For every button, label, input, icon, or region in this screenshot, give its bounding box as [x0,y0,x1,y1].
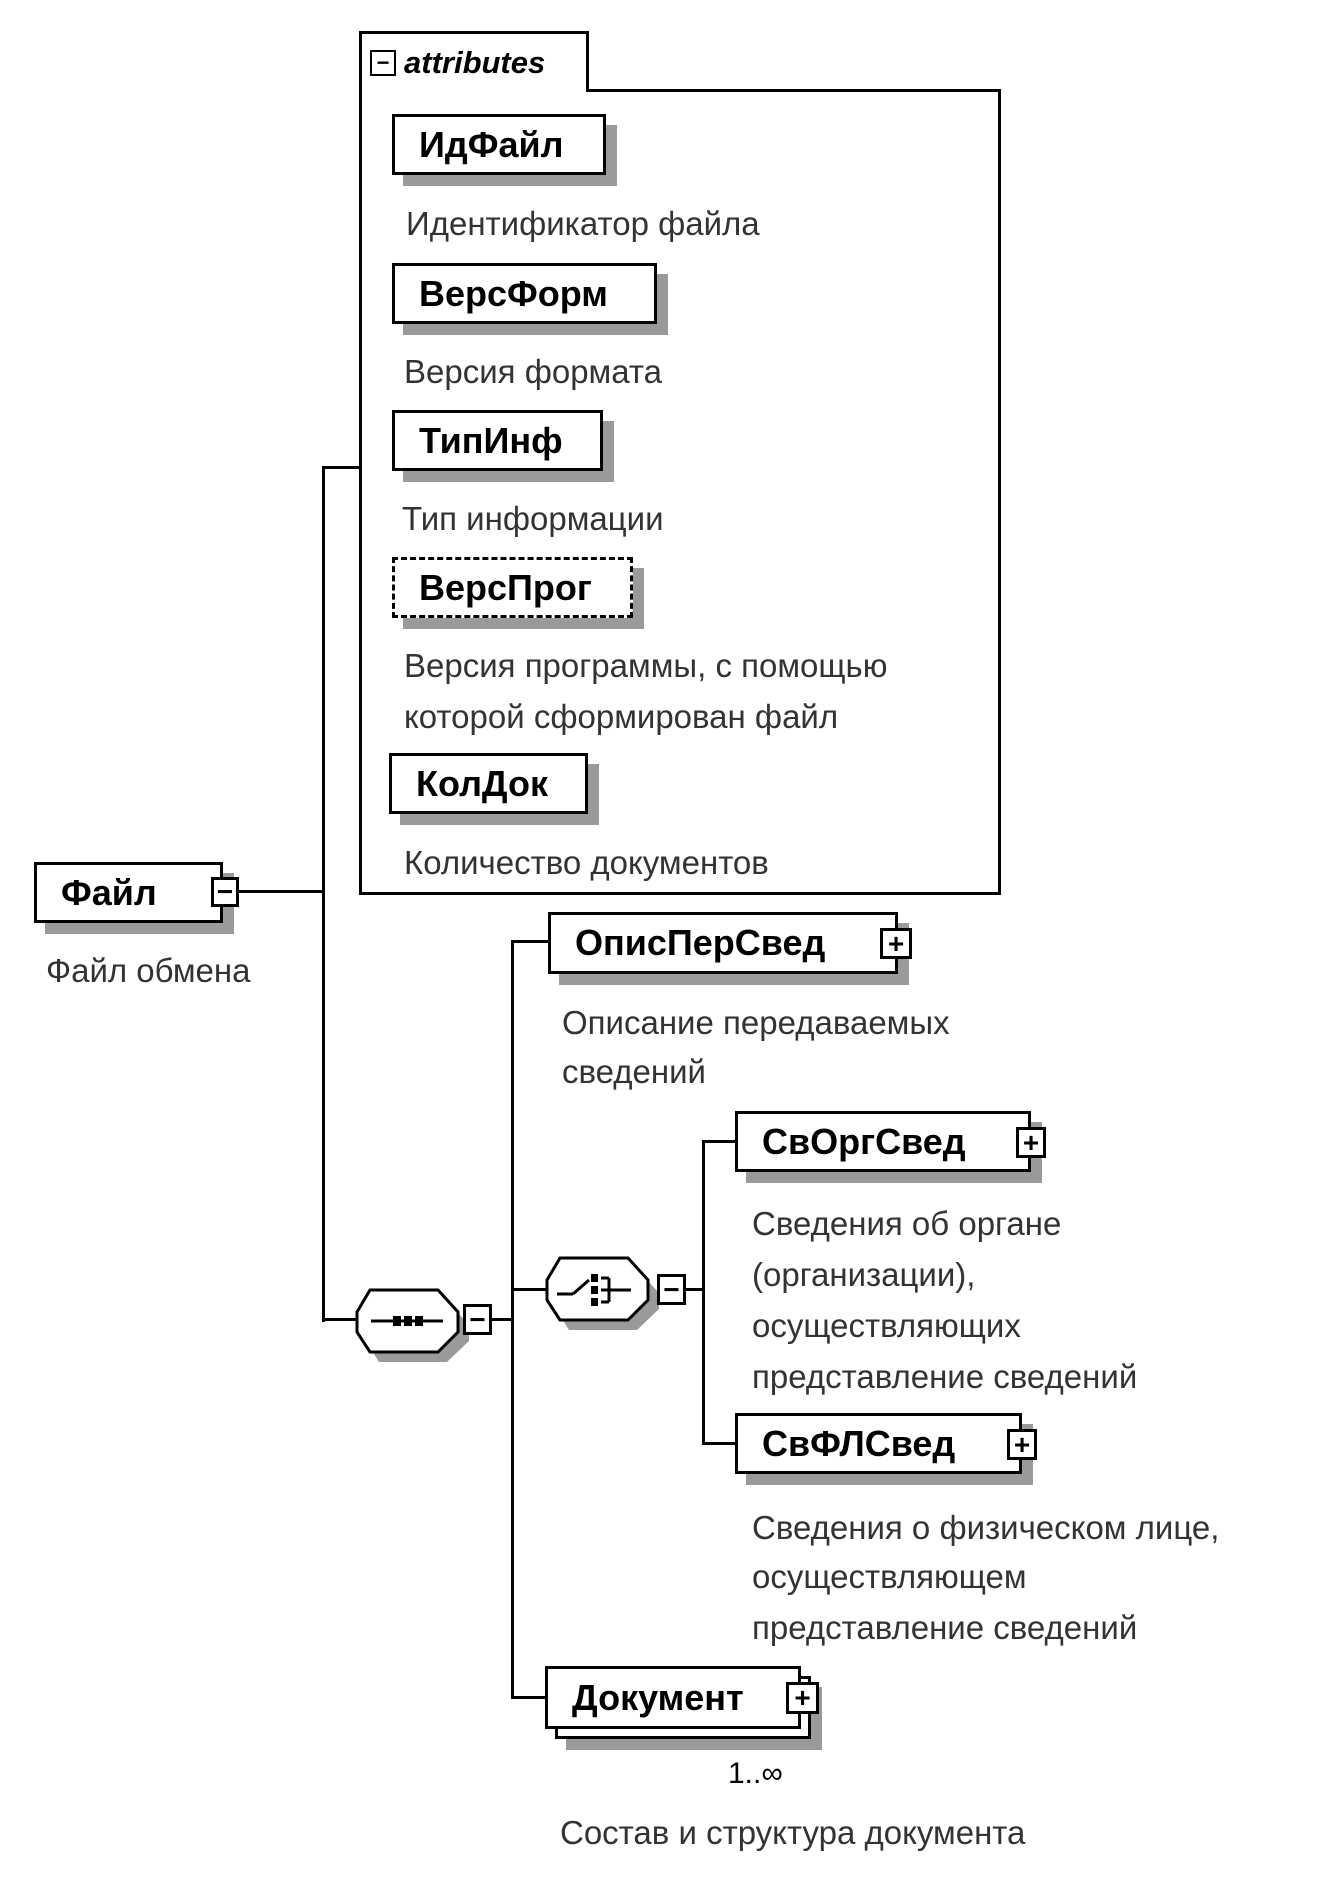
connector [511,1288,547,1291]
expand-icon[interactable]: + [1007,1429,1037,1460]
attribute-idfail[interactable]: ИдФайл [392,114,606,175]
attribute-tipinf[interactable]: ТипИнф [392,410,603,471]
element-description: Сведения об органе [752,1205,1062,1242]
connector [511,940,514,1699]
attribute-versform[interactable]: ВерсФорм [392,263,657,324]
connector [322,467,325,1322]
collapse-icon[interactable]: − [370,50,396,76]
element-description: осуществляющем [752,1558,1027,1595]
element-description: Сведения о физическом лице, [752,1509,1220,1546]
connector [685,1288,705,1291]
element-description: представление сведений [752,1358,1138,1395]
expand-icon[interactable]: + [1016,1127,1046,1158]
connector [511,940,549,943]
attributes-tab[interactable]: − attributes [359,31,589,92]
root-description: Файл обмена [46,952,251,989]
collapse-icon[interactable]: − [211,877,239,907]
connector [702,1442,737,1445]
connector [702,1140,737,1143]
expand-icon[interactable]: + [880,928,912,959]
sequence-icon[interactable] [355,1288,471,1364]
element-svflsved[interactable]: СвФЛСвед [735,1413,1022,1474]
element-description: представление сведений [752,1609,1138,1646]
root-element-fail[interactable]: Файл [34,862,223,923]
attribute-koldok[interactable]: КолДок [389,753,588,814]
attribute-versprog[interactable]: ВерсПрог [392,557,633,618]
connector [322,1318,357,1321]
connector [702,1140,705,1445]
attributes-label: attributes [404,45,546,80]
element-description: Состав и структура документа [560,1814,1026,1851]
connector [511,1696,547,1699]
element-opispersved[interactable]: ОписПерСвед [548,912,898,974]
attribute-description: Версия программы, с помощью [404,647,888,684]
connector [239,890,325,893]
attribute-description: Тип информации [402,500,664,537]
collapse-icon[interactable]: − [463,1304,492,1335]
attribute-description: Идентификатор файла [406,205,760,242]
element-svorgsved[interactable]: СвОргСвед [735,1111,1031,1172]
element-description: Описание передаваемых [562,1004,950,1041]
element-description: (организации), [752,1256,976,1293]
attributes-group [359,89,1001,895]
attribute-description: которой сформирован файл [404,698,839,735]
connector [492,1318,514,1321]
choice-icon[interactable] [545,1256,661,1332]
element-description: сведений [562,1053,706,1090]
attribute-description: Версия формата [404,353,662,390]
cardinality-label: 1..∞ [728,1757,783,1790]
collapse-icon[interactable]: − [657,1274,686,1305]
connector [322,466,360,469]
element-dokument[interactable]: Документ [545,1666,801,1729]
attribute-description: Количество документов [404,844,769,881]
element-description: осуществляющих [752,1307,1021,1344]
expand-icon[interactable]: + [786,1682,819,1714]
